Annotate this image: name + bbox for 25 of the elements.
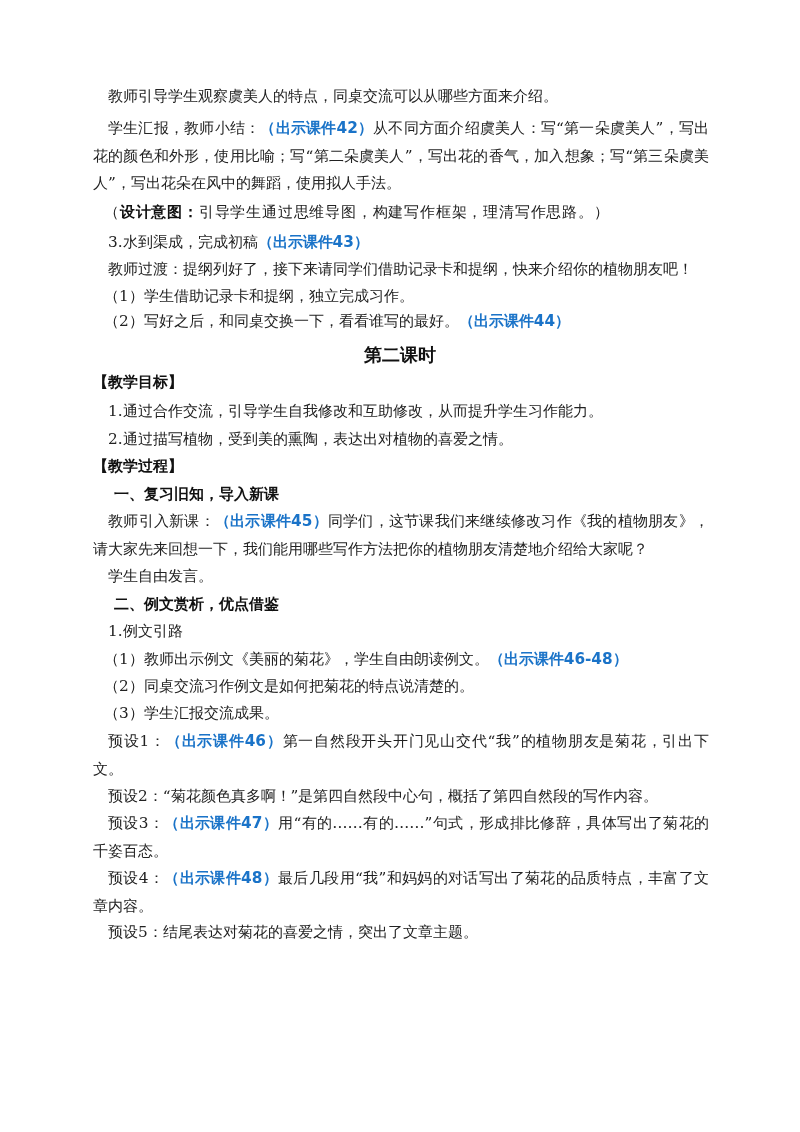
- paragraph: 教师引入新课：（出示课件45）同学们，这节课我们来继续修改习作《我的植物朋友》，请大家先来回想一下，我们能用哪些写作方法把你的植物朋友清楚地介绍给大家呢？: [93, 511, 709, 560]
- paragraph: 学生自由发言。: [107, 566, 214, 587]
- paragraph: 1.例文引路: [107, 621, 184, 642]
- paragraph: 学生汇报，教师小结：（出示课件42）从不同方面介绍虞美人：写“第一朵虞美人”，写出花的颜色和外形，使用比喻；写“第二朵虞美人”，写出花的香气，加入想象；写“第三朵虞美人”，写出花朵在风中的舞蹈，使用拟人手法。: [93, 118, 709, 194]
- paragraph: 预设1：（出示课件46）第一自然段开头开门见山交代“我”的植物朋友是菊花，引出下文。: [93, 731, 709, 780]
- paragraph: （1）教师出示例文《美丽的菊花》，学生自由朗读例文。（出示课件46-48）: [103, 649, 629, 670]
- paragraph: （2）同桌交流习作例文是如何把菊花的特点说清楚的。: [103, 676, 475, 697]
- paragraph: （3）学生汇报交流成果。: [103, 703, 280, 724]
- paragraph: 2.通过描写植物，受到美的熏陶，表达出对植物的喜爱之情。: [107, 429, 514, 450]
- section-heading: 二、例文赏析，优点借鉴: [113, 594, 280, 615]
- paragraph: （1）学生借助记录卡和提纲，独立完成习作。: [103, 286, 415, 307]
- section-heading: 【教学目标】: [93, 372, 184, 393]
- paragraph: 预设2：“菊花颜色真多啊！”是第四自然段中心句，概括了第四自然段的写作内容。: [107, 786, 660, 807]
- section-heading: 【教学过程】: [93, 456, 184, 477]
- paragraph: 预设3：（出示课件47）用“有的……有的……”句式，形成排比修辞，具体写出了菊花的千姿百态。: [93, 813, 709, 862]
- paragraph: 1.通过合作交流，引导学生自我修改和互助修改，从而提升学生习作能力。: [107, 401, 604, 422]
- paragraph: （2）写好之后，和同桌交换一下，看看谁写的最好。（出示课件44）: [103, 311, 572, 332]
- design-note: （设计意图：引导学生通过思维导图，构建写作框架，理清写作思路。）: [103, 202, 611, 223]
- section-heading: 一、复习旧知，导入新课: [113, 484, 280, 505]
- paragraph: 预设4：（出示课件48）最后几段用“我”和妈妈的对话写出了菊花的品质特点，丰富了文章内容。: [93, 868, 709, 917]
- paragraph: 预设5：结尾表达对菊花的喜爱之情，突出了文章主题。: [107, 922, 479, 943]
- page-heading: 第二课时: [363, 343, 437, 367]
- paragraph: 教师过渡：提纲列好了，接下来请同学们借助记录卡和提纲，快来介绍你的植物朋友吧！: [107, 259, 694, 280]
- paragraph: 3.水到渠成，完成初稿（出示课件43）: [107, 232, 370, 253]
- paragraph: 教师引导学生观察虞美人的特点，同桌交流可以从哪些方面来介绍。: [107, 86, 559, 107]
